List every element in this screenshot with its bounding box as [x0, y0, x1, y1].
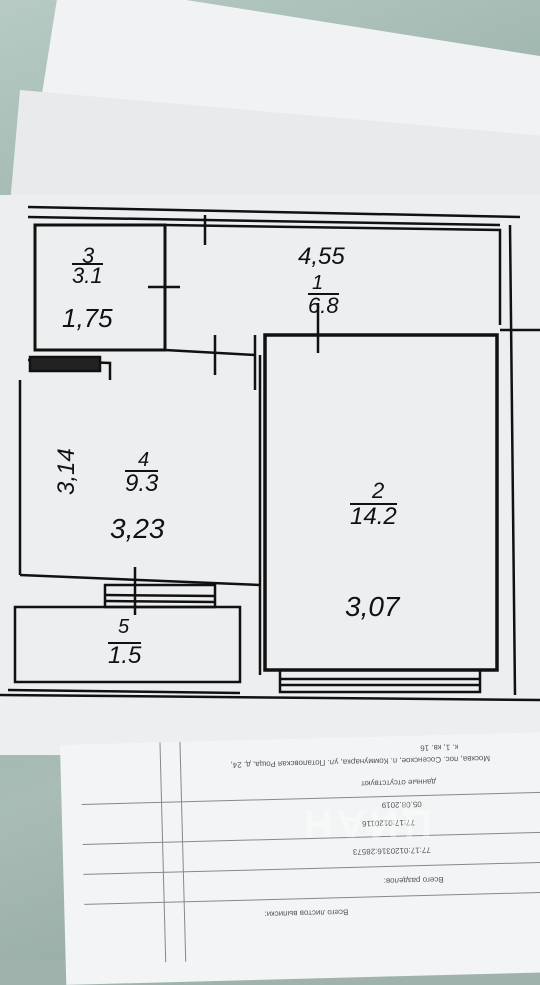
room-5-area: 1.5: [108, 642, 142, 669]
room-1-dimension: 4,55: [298, 243, 345, 270]
room-4-area: 9.3: [125, 470, 159, 497]
room-5-number: 5: [118, 616, 130, 638]
room-3-dimension: 1,75: [62, 303, 113, 333]
room-4-dimension: 3,23: [110, 513, 165, 544]
watermark-logo: ЦИАН: [300, 801, 432, 845]
room-4-side-dimension: 3,14: [53, 448, 80, 495]
room-2-area: 14.2: [350, 503, 397, 530]
room-1-number: 1: [312, 272, 324, 294]
room-3-area: 3.1: [72, 263, 103, 288]
floor-plan-sheet: 3 3.1 1,75 4,55 1 6.8 4 9.3 3,23 3,14 2 …: [0, 195, 540, 755]
room-3-number: 3: [82, 243, 95, 268]
room-2-number: 2: [372, 478, 385, 503]
document-apartment-line: к. 1, кв. 16: [420, 742, 459, 753]
document-table-lines: [81, 741, 540, 963]
room-4-number: 4: [138, 449, 150, 471]
room-2-dimension: 3,07: [345, 591, 400, 622]
document-sections-label: Всего разделов:: [383, 875, 444, 886]
extract-document: Москва, пос. Сосенское, п. Коммунарка, у…: [60, 731, 540, 985]
room-1-area: 6.8: [308, 293, 339, 318]
floor-plan-drawing: [0, 205, 540, 702]
